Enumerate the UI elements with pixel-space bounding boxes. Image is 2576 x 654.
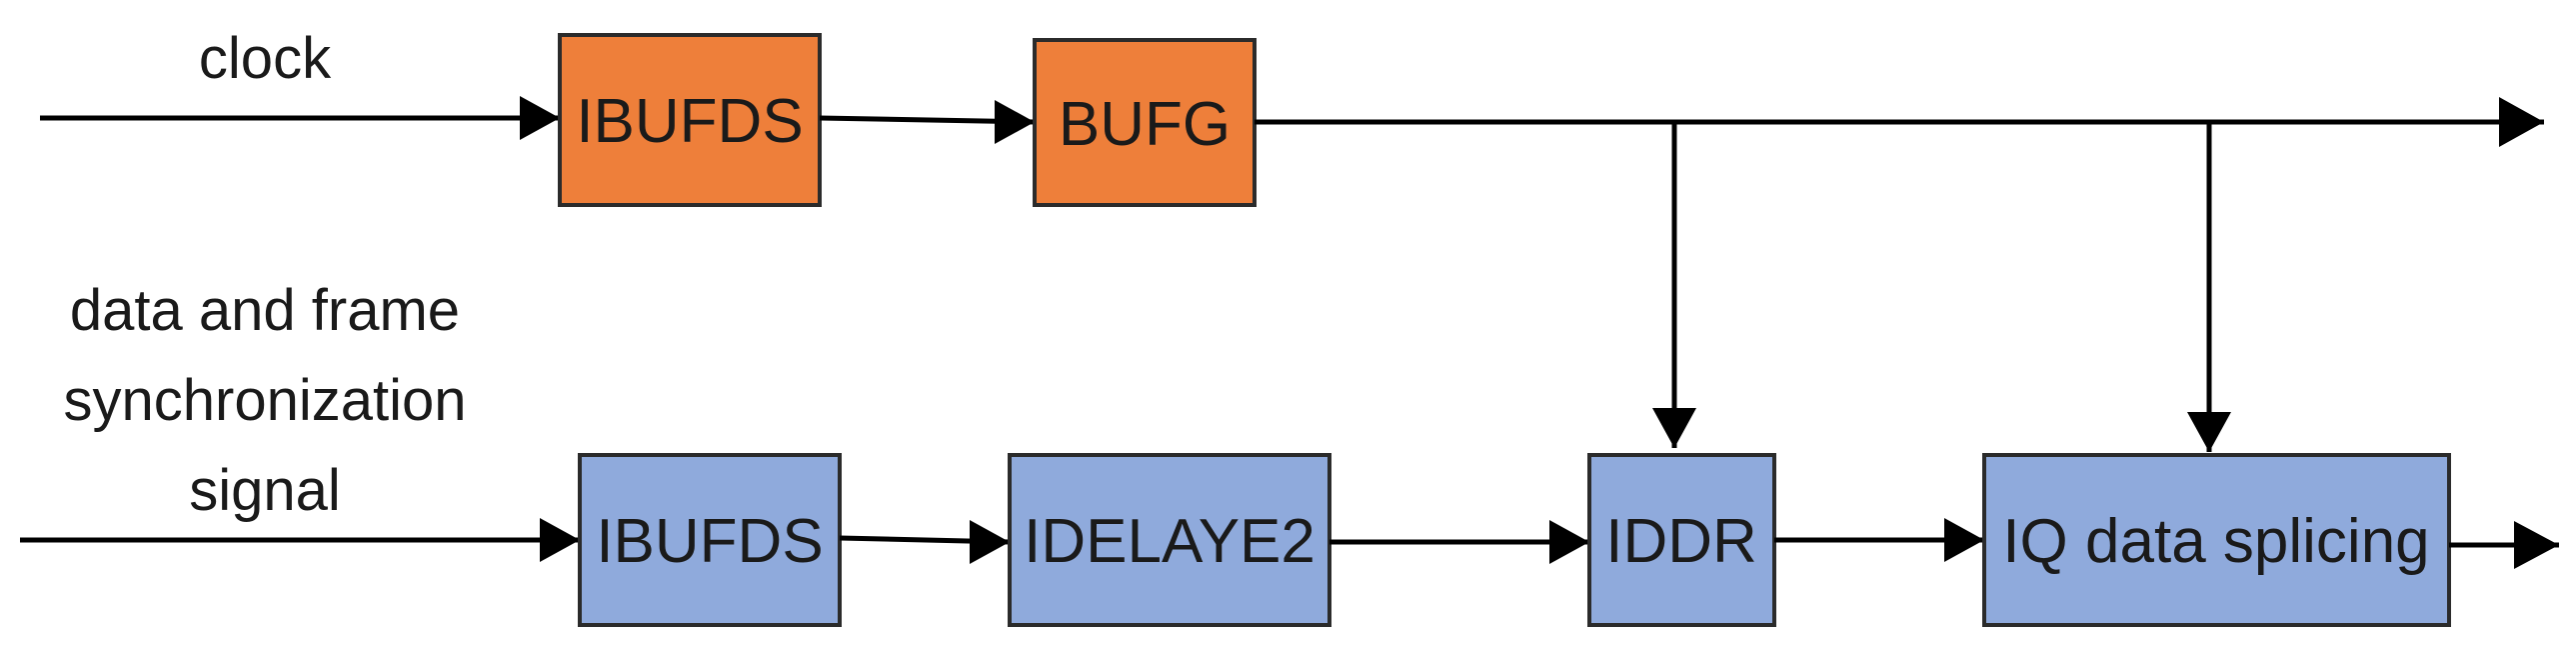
iq-output-arrowhead [2514,521,2559,569]
bufg-label: BUFG [1059,90,1231,159]
ibufds-data-label: IBUFDS [596,507,823,576]
ibufds-clock-block: IBUFDS [558,33,822,207]
data-input-arrowhead [540,518,580,562]
iq-splicing-block: IQ data splicing [1982,453,2451,627]
iddr-to-iq-arrowhead [1944,518,1984,562]
data-path: data and frame synchronization signal IB… [20,278,2559,627]
ibufds-clock-box [558,33,822,207]
iq-splicing-box [1982,453,2451,627]
clock-path: clock IBUFDS BUFG [40,26,2544,452]
bufg-box [1033,38,1257,207]
idelaye2-label: IDELAYE2 [1024,507,1315,576]
data-label-line2: synchronization [64,368,467,433]
iddr-label: IDDR [1605,507,1757,576]
clock-to-iq-arrowhead [2187,412,2231,452]
ibufds-data-box [578,453,842,627]
clock-to-iddr-arrowhead [1652,408,1696,448]
ibufds-clock-label: IBUFDS [576,87,803,156]
idelaye2-to-iddr-arrowhead [1549,520,1589,564]
clock-output-arrowhead [2499,97,2544,147]
clock-label: clock [199,26,332,91]
iddr-box [1587,453,1776,627]
iddr-block: IDDR [1587,453,1776,627]
data-label-line1: data and frame [70,278,460,343]
iq-splicing-label: IQ data splicing [2002,507,2429,576]
bufg-block: BUFG [1033,38,1257,207]
data-label-line3: signal [189,458,341,523]
idelaye2-block: IDELAYE2 [1008,453,1331,627]
ibufds-data-block: IBUFDS [578,453,842,627]
clock-input-arrowhead [520,96,560,140]
idelaye2-box [1008,453,1331,627]
ibufds-to-bufg-arrowhead [995,100,1035,144]
ibufds-to-idelaye2-arrowhead [970,520,1010,564]
